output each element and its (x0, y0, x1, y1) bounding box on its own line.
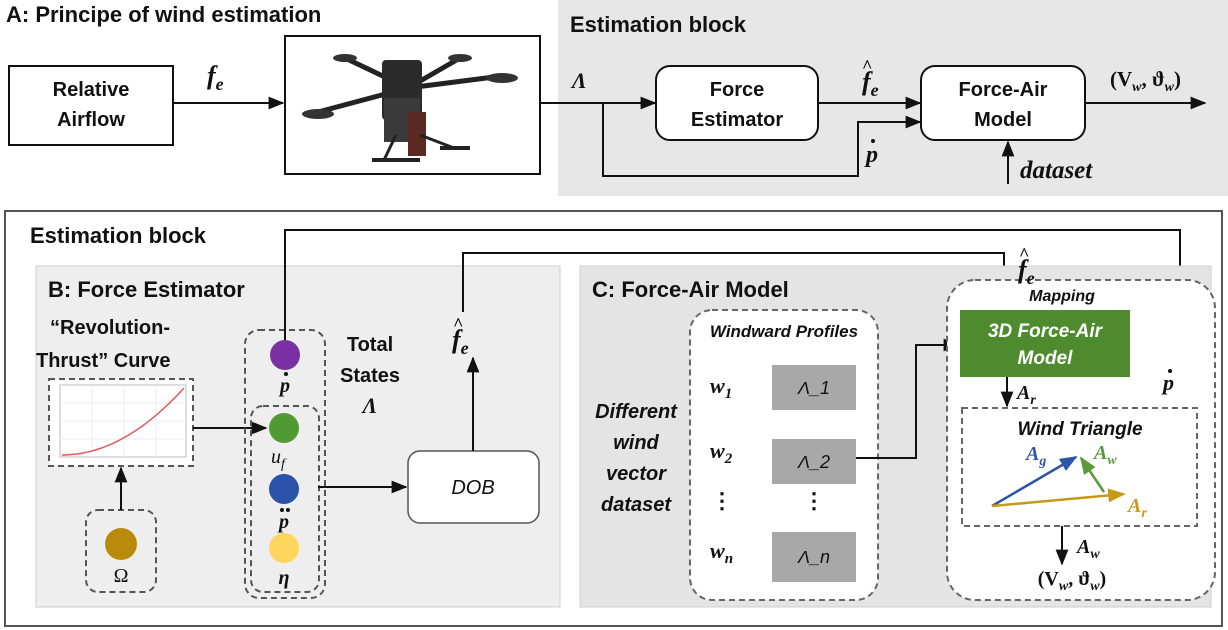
ar-label: Ar (1126, 495, 1147, 521)
pdot-dot-icon-c (1168, 369, 1172, 373)
lambda2-cell (772, 439, 856, 484)
output-label-c: (Vw, ϑw) (1038, 568, 1106, 594)
pdot-label-a: p (864, 142, 878, 168)
ag-vector (991, 455, 1078, 508)
lower-estimation-block-label: Estimation block (30, 223, 207, 248)
pdot-state-label: p (278, 375, 290, 397)
aw-output-label: Aw (1075, 536, 1100, 562)
lambdan-label: Λ_n (797, 547, 830, 567)
fhat-label: fe (862, 67, 879, 100)
pdot-label-c: p (1161, 370, 1174, 395)
pddot-state-circle (269, 474, 299, 504)
vdots-left-icon: ⋮ (711, 488, 733, 513)
fhat-hat-icon-c: ^ (1019, 244, 1029, 264)
pdot-dot-icon (871, 139, 875, 143)
model-3d-line2: Model (1018, 348, 1074, 369)
aw-vector (1079, 456, 1106, 493)
pddot-state-label: p (277, 511, 289, 533)
fhat-label-b: fe (452, 325, 469, 358)
drone-illustration (302, 54, 518, 162)
force-air-model-line1: Force-Air (959, 79, 1048, 101)
wn-label: wn (710, 538, 733, 567)
relative-airflow-box (8, 65, 174, 146)
lambda-to-force-air-model-arrow (602, 103, 922, 177)
fhat-hat-icon-b: ^ (453, 314, 463, 334)
pddot-dot-icon-1 (280, 508, 284, 512)
ar-label-c: Ar (1015, 382, 1036, 408)
lambdan-cell (772, 532, 856, 582)
relative-airflow-line1: Relative (53, 79, 130, 101)
fhat-label-c: fe (1018, 255, 1035, 288)
model-3d-box (960, 310, 1130, 377)
revolution-thrust-curve-plot (59, 384, 187, 458)
panel-a-title: A: Principe of wind estimation (6, 2, 321, 27)
different-line1: Different (595, 401, 678, 423)
total-states-line3: Λ (361, 393, 378, 418)
force-estimator-line2: Estimator (691, 109, 783, 131)
omega-circle (105, 528, 137, 560)
estimation-block-label: Estimation block (570, 12, 747, 37)
fe-label: fe (207, 61, 224, 94)
windward-profiles-title: Windward Profiles (710, 322, 858, 341)
output-label-a: (Vw, ϑw) (1110, 67, 1181, 95)
pdot-state-circle (270, 340, 300, 370)
eta-state-circle (269, 533, 299, 563)
force-air-model-line2: Model (974, 109, 1032, 131)
different-line4: dataset (601, 494, 672, 516)
lambda1-label: Λ_1 (797, 378, 830, 398)
aw-label: Aw (1092, 442, 1117, 468)
total-states-line1: Total (347, 334, 393, 356)
wind-triangle-title: Wind Triangle (1017, 419, 1143, 440)
uf-state-label: uf (271, 446, 287, 472)
fhat-hat-icon: ^ (862, 56, 872, 76)
omega-label: Ω (114, 565, 129, 587)
uf-state-circle (269, 413, 299, 443)
profiles-to-model-arrow (856, 338, 960, 459)
ar-vector (991, 488, 1126, 508)
lambda-label: Λ (570, 68, 587, 93)
panel-c-title: C: Force-Air Model (592, 277, 789, 302)
different-line3: vector (606, 463, 667, 485)
relative-airflow-line2: Airflow (57, 109, 125, 131)
eta-state-label: η (279, 567, 290, 589)
pdot-state-dot-icon (284, 372, 288, 376)
different-line2: wind (613, 432, 659, 454)
curve-title-line1: “Revolution- (50, 317, 170, 339)
panel-b-title: B: Force Estimator (48, 277, 245, 302)
total-states-inner-box (250, 405, 320, 593)
dataset-label: dataset (1020, 157, 1093, 184)
force-estimator-line1: Force (710, 79, 764, 101)
ag-label: Ag (1024, 443, 1046, 469)
w2-label: w2 (710, 438, 733, 467)
lambda2-label: Λ_2 (797, 452, 830, 472)
model-3d-line1: 3D Force-Air (988, 321, 1104, 342)
pddot-dot-icon-2 (286, 508, 290, 512)
dob-label: DOB (451, 477, 494, 499)
lambda1-cell (772, 365, 856, 410)
vdots-right-icon: ⋮ (803, 488, 825, 513)
curve-title-line2: Thrust” Curve (36, 350, 170, 372)
w1-label: w1 (710, 373, 732, 402)
total-states-line2: States (340, 365, 400, 387)
mapping-label: Mapping (1029, 288, 1095, 305)
